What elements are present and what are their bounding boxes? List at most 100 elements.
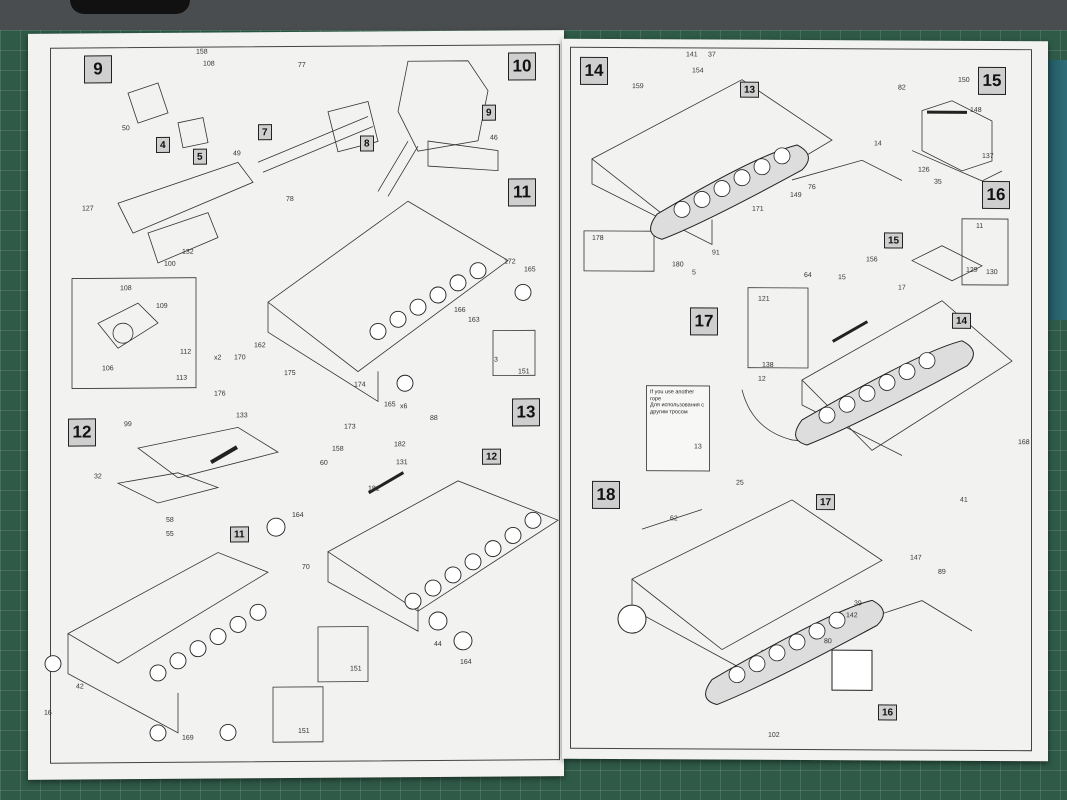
callout: 129 (966, 266, 978, 274)
callout: 181 (368, 485, 380, 493)
callout: 121 (758, 295, 770, 303)
callout: 41 (960, 496, 968, 504)
callout: 182 (394, 441, 406, 449)
callout: 58 (166, 516, 174, 524)
callout: 99 (124, 421, 132, 429)
callout: 158 (332, 445, 344, 453)
callout: 46 (490, 134, 498, 142)
callout: 172 (504, 258, 516, 266)
callout: 16 (44, 709, 52, 717)
callout: 39 (854, 600, 862, 608)
note-line: If you use another rope (650, 389, 695, 402)
note-line: Для использования с (650, 402, 705, 409)
callout: 147 (910, 554, 922, 562)
instruction-page-left: 9 10 11 12 13 4 5 7 8 9 11 12 158 108 50… (28, 30, 564, 780)
callout: 62 (670, 515, 678, 523)
callout: 171 (752, 205, 764, 213)
ref-part-11: 11 (230, 526, 249, 543)
callout: 5 (692, 269, 696, 277)
callout: 37 (708, 51, 716, 59)
callout: 102 (768, 731, 780, 739)
callout: 78 (286, 196, 294, 204)
step-11-label: 11 (508, 178, 536, 207)
callout: 148 (970, 106, 982, 114)
callout: 170 (234, 354, 246, 362)
callout: 176 (214, 390, 226, 398)
callout: 149 (790, 191, 802, 199)
step-13-label: 13 (512, 398, 540, 427)
ref-part-17: 17 (816, 494, 836, 511)
callout: 106 (102, 365, 114, 373)
callout: 126 (918, 166, 930, 174)
callout: 108 (120, 285, 132, 293)
callout: 50 (122, 125, 130, 133)
callout: 32 (94, 473, 102, 481)
callout: 178 (592, 234, 604, 242)
paint-lid (70, 0, 190, 14)
callout: 159 (632, 83, 644, 91)
callout: 89 (938, 568, 946, 576)
callout: 15 (838, 274, 846, 282)
callout: 138 (762, 361, 774, 369)
callout: 158 (196, 48, 208, 56)
callout: 88 (430, 415, 438, 423)
callout: 168 (1018, 439, 1030, 447)
ref-part-8: 8 (360, 135, 374, 152)
callout: 13 (694, 443, 702, 451)
callout: 109 (156, 302, 168, 310)
callout: 76 (808, 184, 816, 192)
callout: 150 (958, 76, 970, 84)
callout: 80 (824, 638, 832, 646)
note-line: другим тросом (650, 408, 688, 415)
callout: 112 (180, 348, 192, 356)
instruction-page-right: 14 15 16 17 18 13 15 14 17 16 If you use… (562, 38, 1048, 762)
callout: 132 (182, 248, 194, 256)
callout: 14 (874, 140, 882, 148)
callout: 3 (494, 356, 498, 364)
callout: 141 (686, 51, 698, 59)
step-18-label: 18 (592, 480, 620, 510)
ref-part-4: 4 (156, 136, 170, 153)
alternate-rope-note: If you use another rope Для использовани… (646, 385, 710, 472)
callout: 108 (203, 60, 215, 68)
ref-part-14: 14 (952, 312, 972, 329)
step-15-label: 15 (978, 66, 1006, 96)
ref-part-7: 7 (258, 124, 272, 141)
callout: 100 (164, 260, 176, 268)
callout: 151 (518, 368, 530, 376)
step-17-label: 17 (690, 307, 718, 336)
callout: 127 (82, 205, 94, 213)
callout: 133 (236, 412, 248, 420)
callout: 175 (284, 370, 296, 378)
assembly-drawings-left (44, 60, 559, 743)
step-9-label: 9 (84, 55, 112, 84)
step-14-label: 14 (580, 56, 608, 85)
ref-part-16: 16 (878, 704, 898, 721)
callout: 12 (758, 375, 766, 383)
callout: 165 (384, 401, 396, 409)
callout: x6 (400, 403, 408, 411)
callout: 64 (804, 271, 812, 280)
callout: 142 (846, 612, 858, 620)
callout: 11 (976, 222, 984, 230)
callout: 91 (712, 249, 720, 257)
callout: 151 (350, 665, 362, 673)
callout: 130 (986, 268, 998, 277)
callout: 173 (344, 423, 356, 431)
callout: 70 (302, 563, 310, 571)
callout: 137 (982, 152, 994, 160)
step-16-label: 16 (982, 180, 1010, 210)
callout: 164 (292, 511, 304, 520)
callout: 55 (166, 530, 174, 538)
ref-part-13: 13 (740, 81, 760, 98)
callout: 169 (182, 734, 194, 742)
callout: 17 (898, 284, 906, 292)
callout: 162 (254, 342, 266, 350)
callout: 166 (454, 306, 466, 314)
callout: 82 (898, 84, 906, 92)
callout: 151 (298, 727, 310, 735)
callout: 165 (524, 266, 536, 274)
callout: 131 (396, 459, 408, 467)
callout: 163 (468, 316, 480, 324)
callout: 174 (354, 381, 366, 389)
